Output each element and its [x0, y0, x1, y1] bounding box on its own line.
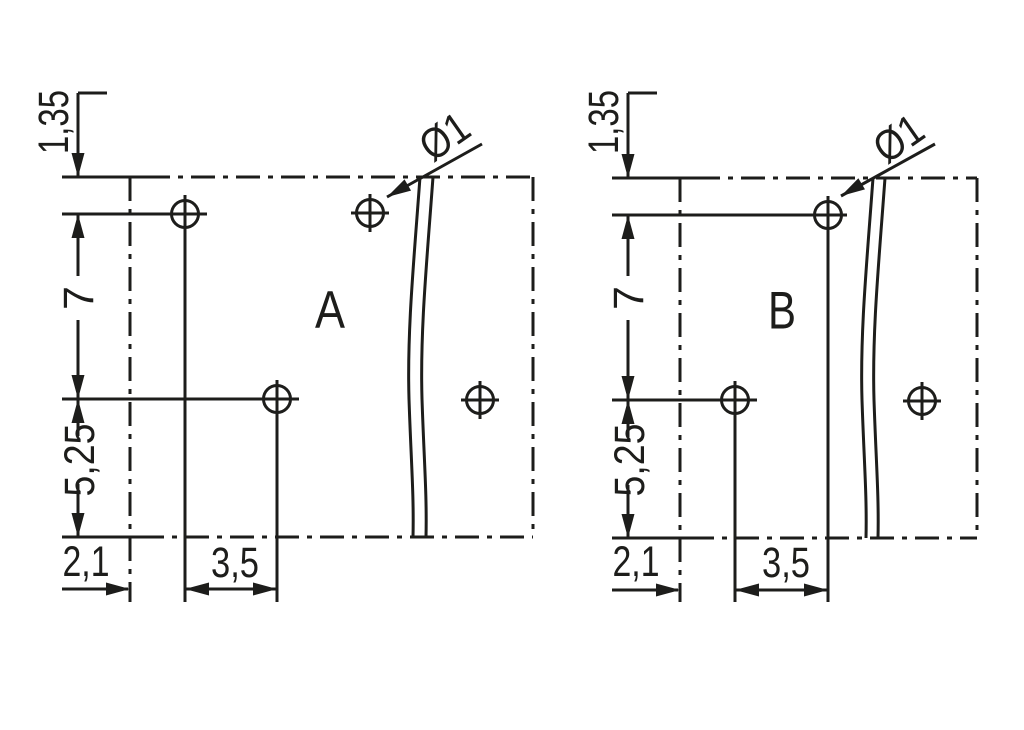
break-line-left-b — [860, 177, 875, 539]
hole-a2-diameter-ref — [351, 194, 389, 232]
arrow-down-icon — [71, 513, 85, 537]
dim-label-35-a: 3,5 — [211, 539, 259, 587]
arrow-left-icon — [735, 583, 759, 597]
hole-crosshair — [351, 194, 389, 232]
arrow-right-icon — [804, 583, 828, 597]
arrow-down-icon — [71, 375, 85, 399]
hole-b1-diameter-ref — [809, 196, 847, 234]
hole-b3 — [903, 382, 941, 420]
hole-crosshair — [716, 381, 754, 419]
diameter-callout-b: Ø1 — [840, 105, 936, 198]
hole-crosshair — [903, 382, 941, 420]
break-lines-b — [860, 177, 887, 539]
variant-label-b: B — [768, 282, 796, 341]
hole-crosshair — [258, 380, 296, 418]
arrow-leader-icon — [387, 179, 412, 197]
diagram-a: 1,35 7 5,25 2,1 3,5 Ø1 A — [30, 90, 535, 602]
arrow-right-icon — [656, 583, 680, 597]
hole-b2 — [716, 381, 754, 419]
arrow-leader-icon — [841, 178, 865, 196]
horizontal-dimensions-b: 2,1 3,5 — [612, 538, 828, 597]
hole-a4 — [461, 381, 499, 419]
break-line-right-b — [872, 177, 887, 539]
dim-label-135-a: 1,35 — [30, 90, 78, 154]
dim-label-135-b: 1,35 — [580, 90, 628, 154]
dim-label-21-b: 2,1 — [613, 538, 660, 586]
arrow-down-icon — [71, 153, 85, 177]
break-lines-a — [407, 176, 435, 538]
dim-label-7-b: 7 — [605, 286, 653, 310]
arrow-right-icon — [106, 582, 130, 596]
dim-label-525-b: 5,25 — [606, 424, 654, 497]
vertical-dimensions-a: 1,35 7 5,25 — [30, 90, 107, 537]
hole-a1 — [166, 195, 204, 233]
arrow-right-icon — [253, 582, 277, 596]
board-outline-b — [612, 176, 979, 602]
hole-crosshair — [461, 381, 499, 419]
arrow-down-icon — [621, 154, 635, 178]
dim-label-35-b: 3,5 — [762, 539, 810, 587]
hole-crosshair — [809, 196, 847, 234]
diameter-label-b: Ø1 — [865, 105, 933, 173]
arrow-left-icon — [185, 582, 209, 596]
variant-label-a: A — [315, 281, 346, 340]
break-line-left-a — [407, 176, 422, 538]
hole-crosshair — [166, 195, 204, 233]
hole-a3 — [258, 380, 296, 418]
arrow-down-icon — [621, 514, 635, 538]
dim-label-7-a: 7 — [55, 286, 103, 310]
board-outline-a — [62, 175, 535, 602]
diameter-label-a: Ø1 — [411, 103, 479, 171]
dim-label-21-a: 2,1 — [63, 538, 110, 586]
dim-label-525-a: 5,25 — [56, 424, 104, 497]
horizontal-dimensions-a: 2,1 3,5 — [62, 538, 277, 596]
vertical-dimensions-b: 1,35 7 5,25 — [580, 90, 657, 538]
break-line-right-a — [420, 176, 435, 538]
diagram-b: 1,35 7 5,25 2,1 3,5 Ø1 B — [580, 90, 979, 602]
arrow-down-icon — [621, 376, 635, 400]
